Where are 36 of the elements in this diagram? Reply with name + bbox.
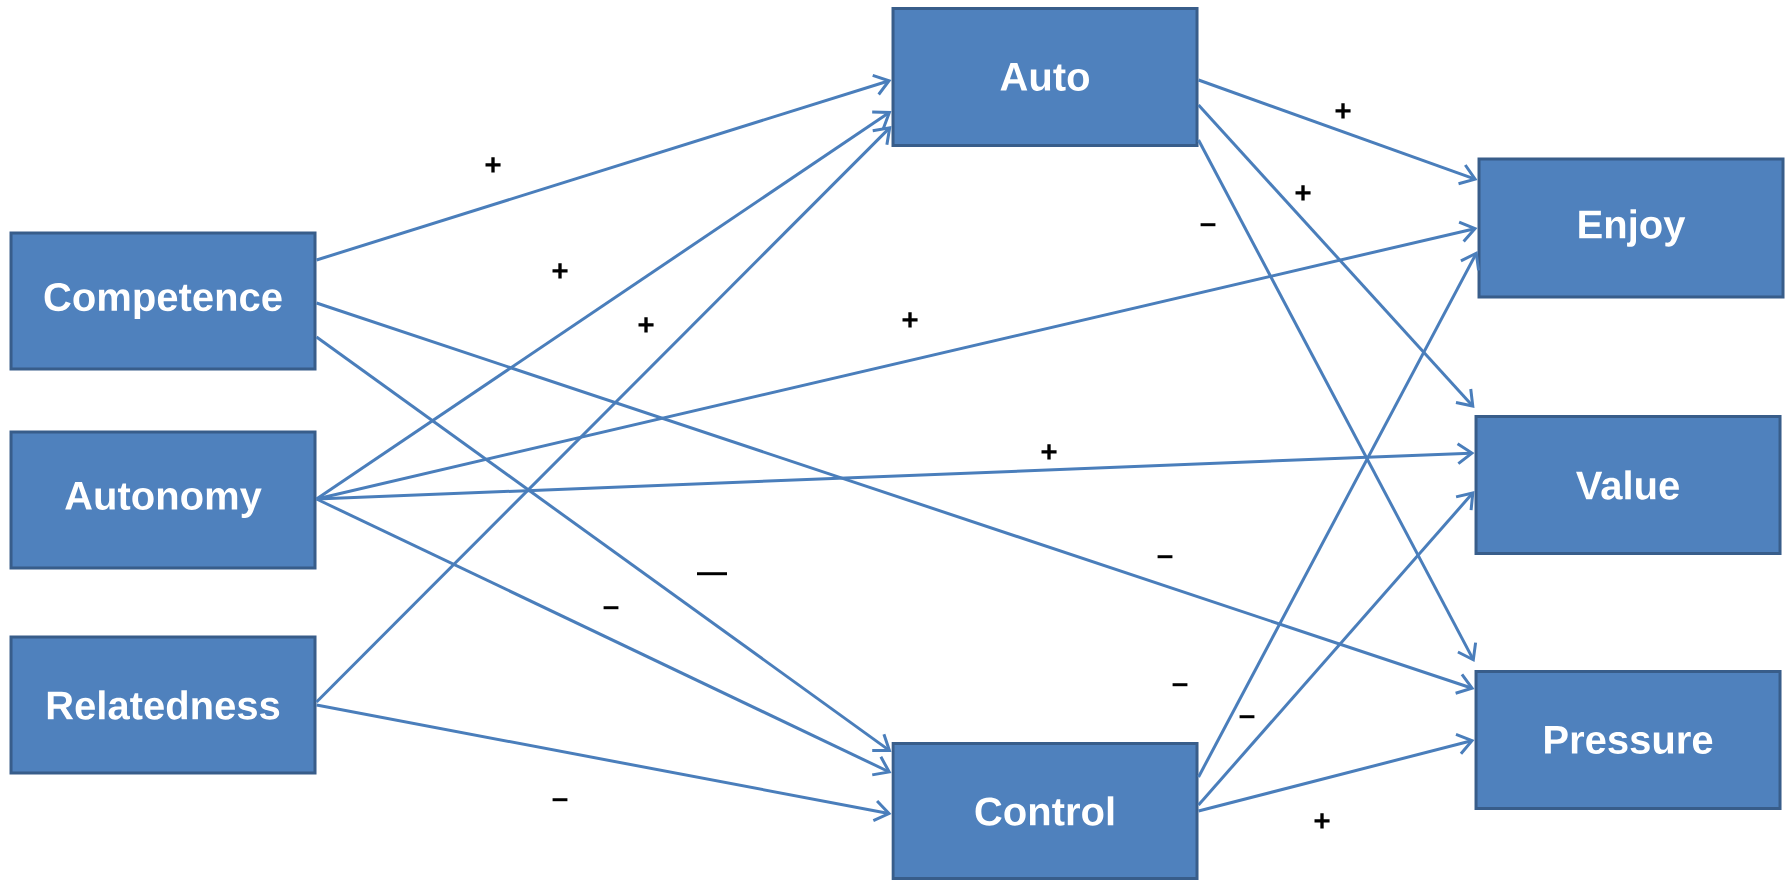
edge-label: + — [1311, 811, 1333, 833]
arrow — [1198, 78, 1478, 186]
arrow — [1197, 103, 1475, 408]
arrow — [1198, 733, 1475, 813]
edge-label: + — [1292, 183, 1314, 205]
concept-box: Control — [891, 742, 1199, 880]
arrow — [315, 126, 892, 704]
edge-label: – — [1154, 553, 1176, 567]
arrow — [1197, 251, 1481, 778]
edge-label: – — [549, 796, 571, 810]
edge-label: – — [1169, 681, 1191, 695]
concept-box: Enjoy — [1477, 157, 1785, 299]
edge-label: – — [1236, 713, 1258, 727]
concept-box: Relatedness — [9, 635, 317, 775]
edge-label: + — [635, 315, 657, 337]
edge-label: + — [482, 155, 504, 177]
concept-box: Autonomy — [9, 430, 317, 570]
arrow — [316, 301, 1475, 695]
concept-box: Competence — [9, 231, 317, 371]
edge-label: – — [1197, 221, 1219, 235]
edge-label: — — [695, 570, 729, 584]
arrow — [315, 335, 892, 752]
edge-label: + — [549, 261, 571, 283]
arrow — [315, 497, 892, 777]
concept-box: Pressure — [1474, 670, 1782, 810]
arrow — [1197, 139, 1478, 662]
concept-box: Auto — [891, 7, 1199, 147]
edge-label: + — [1332, 101, 1354, 123]
arrow — [316, 703, 892, 823]
edge-label: – — [600, 604, 622, 618]
arrow — [316, 442, 1475, 501]
edge-label: + — [1038, 442, 1060, 464]
arrow — [1197, 491, 1475, 806]
edge-label: + — [899, 310, 921, 332]
arrow — [316, 74, 892, 262]
concept-box: Value — [1474, 415, 1782, 555]
